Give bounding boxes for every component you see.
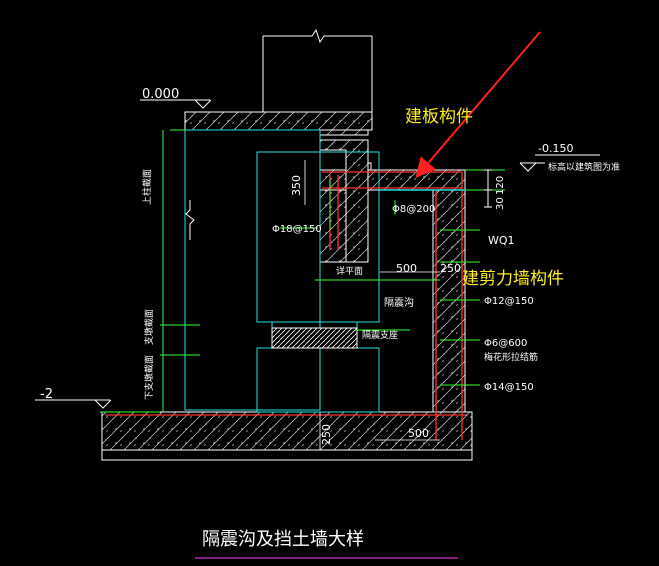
rebar-wall-2-note: 梅花形拉结筋 [484,351,538,363]
dim-120: 120 [495,176,506,195]
dim-500-top: 500 [396,262,417,275]
vertical-label-2: 支墩截面 [143,309,155,345]
retaining-wall [432,189,466,413]
level-bottom-label: -2 [40,387,53,402]
top-cap [184,111,373,131]
dim-250-top: 250 [440,262,461,275]
vertical-label-1: 上柱截面 [141,169,153,205]
elevation-note-label: 详平面 [336,265,363,277]
bearing-label: 隔震支座 [362,329,398,341]
dimension-lines [304,160,440,450]
wall-id-label: WQ1 [488,234,515,247]
rebar-top-bar-label: Φ18@150 [272,224,322,235]
wall-annotation: 建剪力墙构件 [462,269,564,289]
rebar-slab-label: Φ8@200 [392,204,435,215]
vertical-label-3: 下支墩截面 [143,355,155,400]
level-marks [35,99,600,409]
slab [319,169,466,191]
level-slab-note: 标高以建筑图为准 [548,161,620,173]
slab-annotation: 建板构件 [405,107,473,127]
isolation-bearing [271,327,358,349]
rebar-wall-1-label: Φ12@150 [484,296,534,307]
dim-250-bottom: 250 [320,424,333,445]
dim-500-bottom: 500 [408,427,429,440]
concrete-sections [101,111,473,461]
dim-30: 30 [495,197,506,210]
level-top-label: 0.000 [142,87,179,102]
rebar-wall-2-label: Φ6@600 [484,338,527,349]
rebar-wall-3-label: Φ14@150 [484,382,534,393]
level-slab-label: -0.150 [538,142,573,155]
upper-column [262,28,373,112]
break-line [185,200,195,240]
trench-label: 隔震沟 [384,296,414,309]
foundation-strip [101,449,473,461]
leaders [100,129,505,413]
pointer-arrow [415,31,541,179]
dim-350: 350 [290,175,303,196]
drawing-title: 隔震沟及挡土墙大样 [202,529,364,550]
